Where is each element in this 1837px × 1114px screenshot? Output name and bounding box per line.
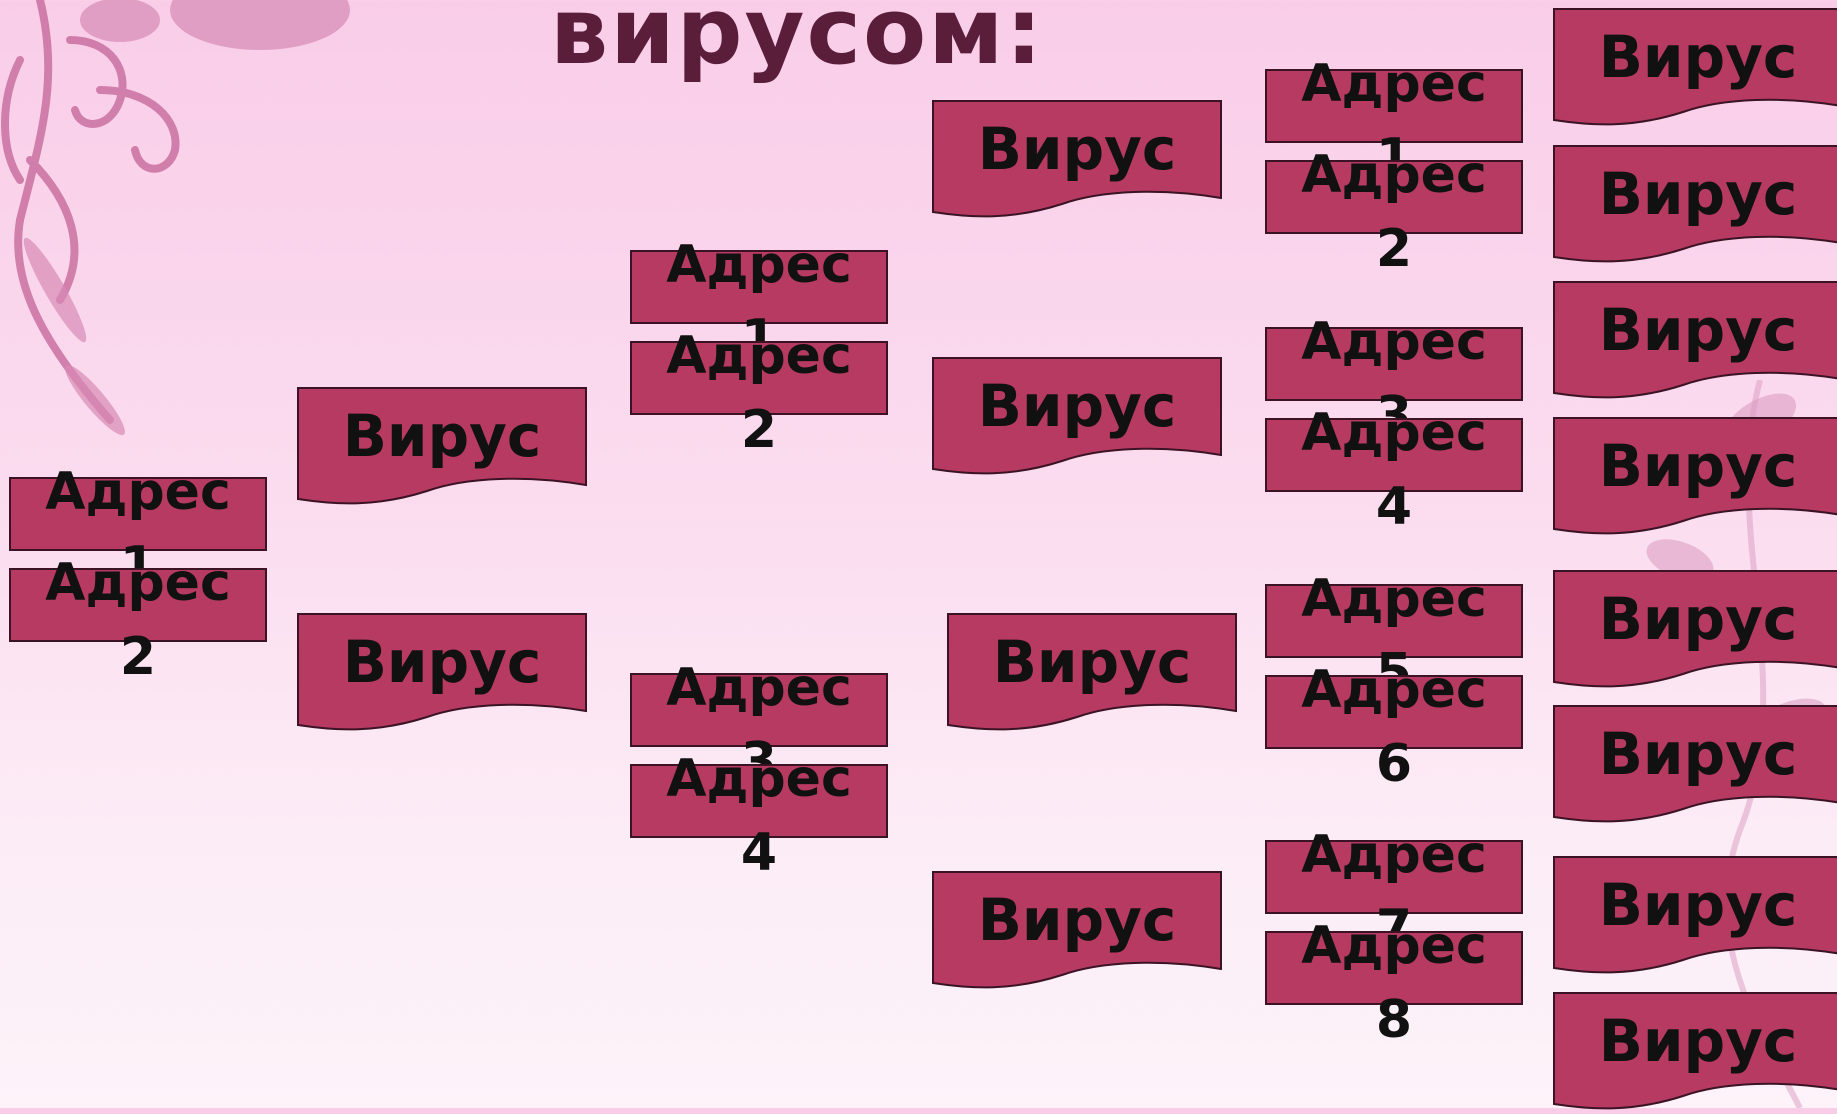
wave-shape-icon	[1553, 856, 1837, 974]
virus-label: Вирус	[342, 402, 542, 470]
virus-box: Вирус	[1553, 992, 1837, 1114]
floral-decoration-icon	[1, 0, 350, 436]
virus-label: Вирус	[1598, 871, 1798, 939]
virus-box: Вирус	[1553, 705, 1837, 827]
page-title: вирусом:	[550, 0, 1045, 85]
wave-shape-icon	[297, 613, 587, 731]
virus-label: Вирус	[977, 115, 1177, 183]
virus-box: Вирус	[1553, 8, 1837, 130]
wave-shape-icon	[1553, 145, 1837, 263]
address-box: Адрес 6	[1265, 660, 1523, 794]
wave-shape-icon	[947, 613, 1237, 731]
address-box: Адрес 2	[630, 326, 888, 460]
wave-shape-icon	[1553, 705, 1837, 823]
address-box: Адрес 7	[1265, 825, 1523, 959]
virus-label: Вирус	[1598, 23, 1798, 91]
virus-label: Вирус	[1598, 432, 1798, 500]
wave-shape-icon	[1553, 417, 1837, 535]
virus-label: Вирус	[342, 628, 542, 696]
address-label: Адрес 2	[666, 326, 852, 460]
virus-box: Вирус	[932, 100, 1222, 222]
address-label: Адрес 3	[666, 658, 852, 792]
wave-shape-icon	[1553, 570, 1837, 688]
address-box: Адрес 3	[630, 658, 888, 792]
virus-label: Вирус	[1598, 160, 1798, 228]
virus-label: Вирус	[1598, 585, 1798, 653]
wave-shape-icon	[297, 387, 587, 505]
address-label: Адрес 1	[45, 462, 231, 596]
wave-shape-icon	[1553, 281, 1837, 399]
address-box: Адрес 2	[1265, 145, 1523, 279]
wave-shape-icon	[932, 357, 1222, 475]
virus-box: Вирус	[1553, 856, 1837, 978]
wave-shape-icon	[932, 100, 1222, 218]
address-label: Адрес 5	[1301, 569, 1487, 703]
virus-label: Вирус	[1598, 296, 1798, 364]
address-box: Адрес 3	[1265, 312, 1523, 446]
virus-box: Вирус	[1553, 570, 1837, 692]
virus-label: Вирус	[977, 372, 1177, 440]
address-box: Адрес 1	[630, 235, 888, 369]
virus-label: Вирус	[1598, 720, 1798, 788]
address-box: Адрес 1	[1265, 54, 1523, 188]
address-label: Адрес 4	[1301, 403, 1487, 537]
virus-box: Вирус	[1553, 145, 1837, 267]
address-label: Адрес 4	[666, 749, 852, 883]
virus-label: Вирус	[977, 886, 1177, 954]
virus-box: Вирус	[297, 387, 587, 509]
address-box: Адрес 2	[9, 553, 267, 687]
virus-box: Вирус	[1553, 417, 1837, 539]
wave-shape-icon	[932, 871, 1222, 989]
address-label: Адрес 6	[1301, 660, 1487, 794]
virus-box: Вирус	[1553, 281, 1837, 403]
virus-label: Вирус	[1598, 1007, 1798, 1075]
virus-box: Вирус	[297, 613, 587, 735]
address-label: Адрес 2	[1301, 145, 1487, 279]
address-label: Адрес 8	[1301, 916, 1487, 1050]
address-box: Адрес 4	[630, 749, 888, 883]
address-label: Адрес 1	[666, 235, 852, 369]
wave-shape-icon	[1553, 8, 1837, 126]
virus-box: Вирус	[932, 357, 1222, 479]
virus-label: Вирус	[992, 628, 1192, 696]
address-box: Адрес 5	[1265, 569, 1523, 703]
virus-box: Вирус	[947, 613, 1237, 735]
address-box: Адрес 8	[1265, 916, 1523, 1050]
address-box: Адрес 4	[1265, 403, 1523, 537]
address-label: Адрес 2	[45, 553, 231, 687]
virus-box: Вирус	[932, 871, 1222, 993]
address-box: Адрес 1	[9, 462, 267, 596]
